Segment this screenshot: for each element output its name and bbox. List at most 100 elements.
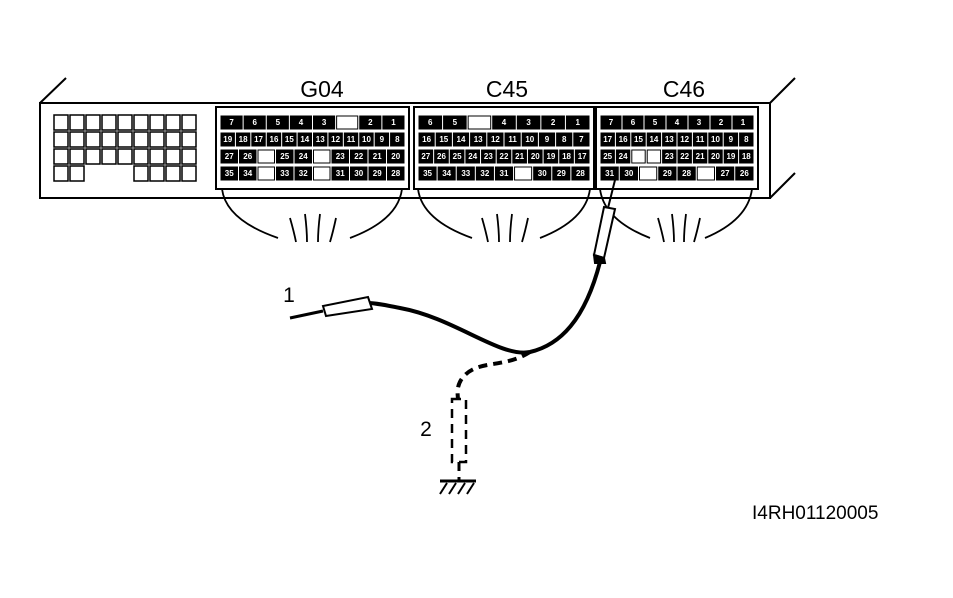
pin-cell: 23	[481, 149, 496, 164]
blank-cell	[69, 165, 85, 182]
pin-number: 32	[480, 169, 489, 178]
pin-number: 21	[373, 152, 382, 161]
pin-number: 23	[336, 152, 345, 161]
pin-cell: 9	[723, 132, 739, 147]
blank-cell	[181, 165, 197, 182]
pin-cell: 5	[266, 115, 289, 130]
pin-number: 13	[316, 135, 325, 144]
connector-label: C46	[663, 76, 705, 102]
pin-number: 27	[225, 152, 234, 161]
pin-cell: 20	[387, 149, 405, 164]
pin-number: 25	[280, 152, 289, 161]
blank-cell	[149, 148, 165, 165]
pin-cell	[313, 166, 331, 181]
pin-cell: 3	[313, 115, 336, 130]
pin-cell: 2	[359, 115, 382, 130]
pin-cell: 21	[368, 149, 386, 164]
pin-cell: 25	[449, 149, 465, 164]
harness-right-c45	[539, 188, 591, 239]
pin-cell	[467, 115, 492, 130]
blank-cell	[69, 131, 85, 148]
pin-cell: 9	[538, 132, 556, 147]
pin-cell: 8	[739, 132, 754, 147]
pin-cell: 31	[600, 166, 619, 181]
blank-cell	[69, 148, 85, 165]
pin-number: 30	[624, 169, 633, 178]
pin-cell: 13	[313, 132, 328, 147]
pin-number: 34	[243, 169, 252, 178]
figure-id: I4RH01120005	[752, 503, 879, 524]
pin-cell: 20	[708, 149, 723, 164]
pin-cell	[696, 166, 715, 181]
pin-number: 32	[299, 169, 308, 178]
test-lead: 1	[283, 261, 602, 355]
blank-cell	[53, 148, 69, 165]
pin-cell: 14	[297, 132, 313, 147]
pin-number: 31	[605, 169, 614, 178]
pin-number: 9	[545, 135, 550, 144]
pin-number: 24	[619, 152, 628, 161]
tester-probe-tip	[289, 309, 324, 320]
pin-cell: 6	[243, 115, 266, 130]
pin-number: 27	[721, 169, 730, 178]
pin-number: 15	[439, 135, 448, 144]
pin-number: 6	[631, 118, 636, 127]
pin-number: 22	[680, 152, 689, 161]
pin-cell: 33	[276, 166, 294, 181]
pin-number: 25	[603, 152, 612, 161]
pin-cell: 30	[619, 166, 638, 181]
pin-cell: 13	[470, 132, 487, 147]
pin-cell: 18	[235, 132, 251, 147]
blank-cell	[117, 148, 133, 165]
probe-needle	[607, 171, 618, 209]
pin-cell: 2	[710, 115, 732, 130]
ground-lead-wire	[455, 350, 532, 401]
pin-number: 23	[665, 152, 674, 161]
harness-left-g04	[221, 188, 279, 239]
pin-number: 17	[603, 135, 612, 144]
pin-cell: 12	[677, 132, 692, 147]
pin-cell: 26	[239, 149, 257, 164]
pin-number: 16	[270, 135, 279, 144]
pin-cell: 19	[723, 149, 739, 164]
pin-number: 12	[491, 135, 500, 144]
probe-tip-cap	[592, 253, 607, 264]
pin-number: 35	[225, 169, 234, 178]
pin-number: 17	[578, 152, 587, 161]
pin-cell	[646, 149, 662, 164]
blank-cell	[165, 114, 181, 131]
pin-cell: 8	[390, 132, 405, 147]
connector-body	[413, 106, 595, 190]
ecu-front-face	[39, 102, 771, 199]
pin-cell: 9	[374, 132, 390, 147]
pin-number: 10	[525, 135, 534, 144]
pin-cell: 24	[465, 149, 481, 164]
blank-cell	[85, 131, 101, 148]
pin-cell: 17	[574, 149, 590, 164]
pin-number: 5	[453, 118, 458, 127]
pin-number: 22	[500, 152, 509, 161]
pin-cell: 11	[504, 132, 521, 147]
pin-cell: 16	[615, 132, 631, 147]
pin-cell: 12	[328, 132, 343, 147]
pin-cell: 29	[552, 166, 571, 181]
pin-cell: 10	[521, 132, 538, 147]
pin-number: 30	[354, 169, 363, 178]
pin-number: 29	[663, 169, 672, 178]
pin-cell: 1	[382, 115, 405, 130]
ground-symbol-icon	[439, 479, 476, 495]
pin-cell: 28	[387, 166, 405, 181]
pin-cell: 16	[266, 132, 282, 147]
pin-cell: 21	[512, 149, 527, 164]
blank-cell	[149, 114, 165, 131]
pin-number: 14	[300, 135, 309, 144]
pin-number: 18	[239, 135, 248, 144]
pin-cell: 27	[220, 149, 238, 164]
pin-number: 5	[276, 118, 281, 127]
harness-left-c46	[599, 188, 651, 239]
pin-number: 28	[682, 169, 691, 178]
ecu-edge-left	[39, 77, 67, 104]
